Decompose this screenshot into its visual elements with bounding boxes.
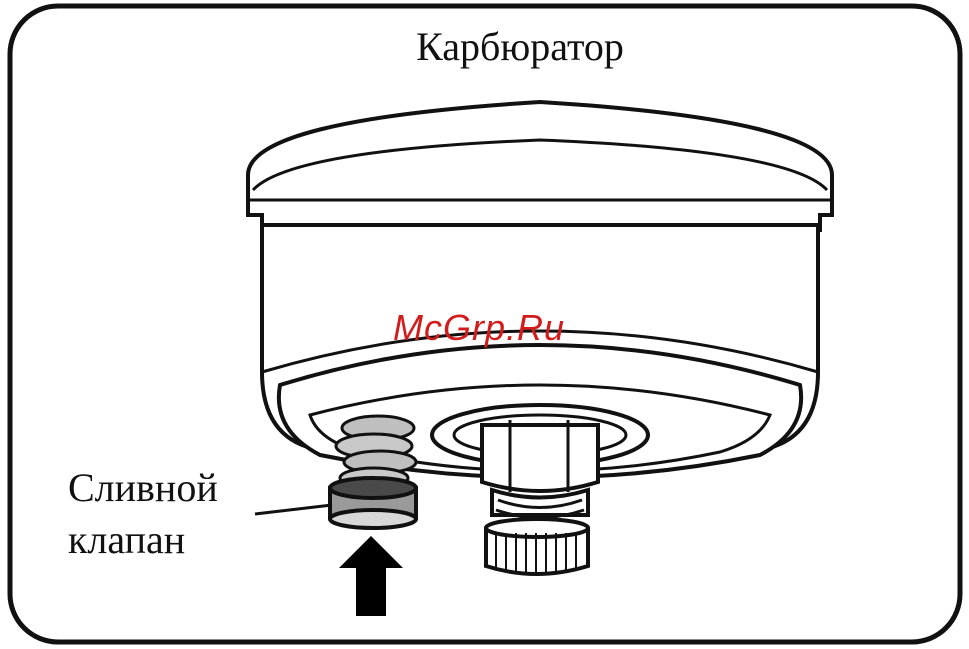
drain-valve-label-line2: клапан [68, 517, 185, 562]
knurled-screw [486, 519, 588, 574]
drain-valve-label-line1: Сливной [68, 465, 218, 510]
watermark-text: McGrp.Ru [393, 307, 565, 348]
title-text: Карбюратор [416, 24, 624, 69]
